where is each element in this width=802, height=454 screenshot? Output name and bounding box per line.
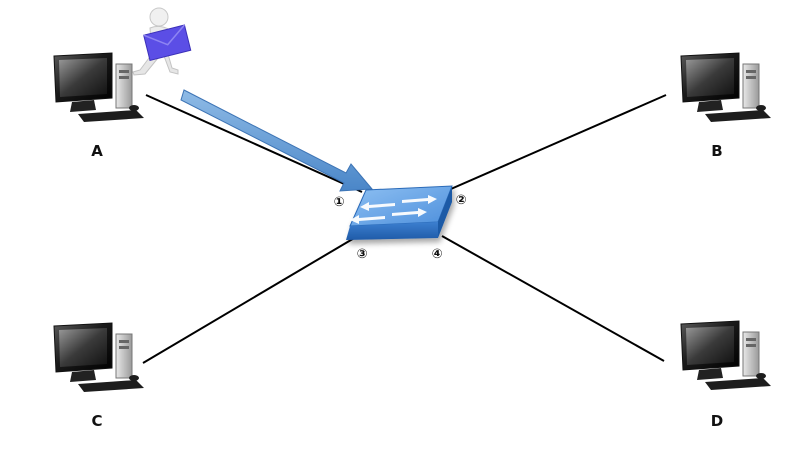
transfer-arrow — [180, 89, 374, 192]
network-switch — [346, 185, 453, 240]
link-b-switch — [443, 94, 667, 193]
link-c-switch — [142, 236, 357, 364]
envelope-carrier-icon — [132, 7, 192, 76]
port-label-3: ③ — [356, 247, 367, 262]
computer-icon — [680, 320, 771, 390]
computer-icon — [53, 322, 144, 392]
computer-b — [680, 52, 771, 122]
host-label-c: C — [91, 412, 102, 430]
computer-a — [53, 52, 144, 122]
computer-icon — [53, 52, 144, 122]
port-label-2: ② — [455, 193, 466, 208]
link-a-switch — [145, 94, 363, 193]
computer-d — [680, 320, 771, 390]
host-label-d: D — [711, 412, 723, 430]
host-label-a: A — [91, 142, 103, 160]
computer-icon — [680, 52, 771, 122]
host-label-b: B — [711, 142, 722, 160]
switch-arrows-icon — [350, 195, 437, 224]
port-label-1: ① — [333, 195, 344, 210]
link-d-switch — [441, 235, 665, 362]
port-label-4: ④ — [431, 247, 442, 262]
computer-c — [53, 322, 144, 392]
